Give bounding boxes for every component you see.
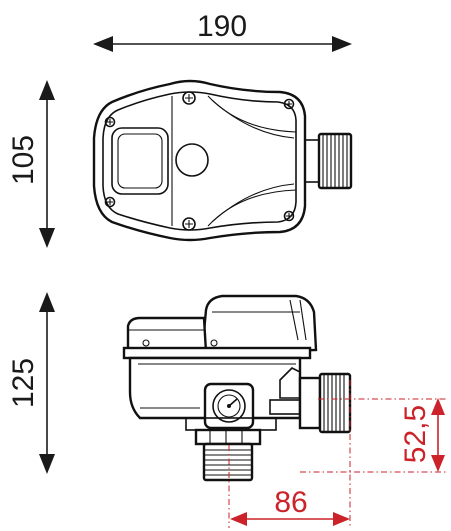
top-view (92, 79, 353, 242)
screw-icon (283, 210, 295, 222)
dimension-label-105: 105 (7, 135, 40, 185)
screw-icon (182, 217, 196, 231)
dimension-label-52-5: 52,5 (399, 405, 432, 463)
arrow-right-icon (333, 512, 350, 526)
arrow-up-icon (39, 80, 55, 100)
gauge-icon (212, 389, 246, 423)
dimension-label-190: 190 (197, 10, 247, 43)
top-view-housing (92, 79, 307, 242)
arrow-right-icon (332, 36, 352, 52)
arrow-up-icon (431, 398, 445, 415)
top-view-screws (104, 91, 295, 231)
side-view-inlet-thread (202, 442, 254, 482)
screw-icon (104, 196, 116, 208)
screw-icon (182, 91, 196, 105)
arrow-down-icon (431, 455, 445, 472)
screw-icon (104, 116, 116, 128)
side-view-pressure-gauge (203, 382, 255, 430)
top-view-threaded-outlet (302, 132, 353, 190)
dimension-label-86: 86 (274, 486, 307, 519)
dimension-label-125: 125 (7, 358, 40, 408)
top-view-display-window (111, 127, 169, 195)
arrow-down-icon (39, 454, 55, 474)
side-view-band (122, 346, 312, 360)
arrow-left-icon (230, 512, 247, 526)
dimension-width-190: 190 (93, 10, 352, 52)
dimension-height-125: 125 (7, 292, 55, 474)
top-view-center-knob (175, 143, 209, 177)
dimension-outlet-height-52-5: 52,5 (300, 398, 446, 473)
arrow-down-icon (39, 228, 55, 248)
arrow-up-icon (39, 292, 55, 312)
side-view-top-cover (200, 294, 318, 356)
screw-icon (283, 98, 295, 110)
arrow-left-icon (93, 36, 113, 52)
dimension-outlet-offset-86: 86 (228, 380, 351, 528)
side-view (122, 294, 352, 482)
dimension-height-105: 105 (7, 80, 55, 248)
